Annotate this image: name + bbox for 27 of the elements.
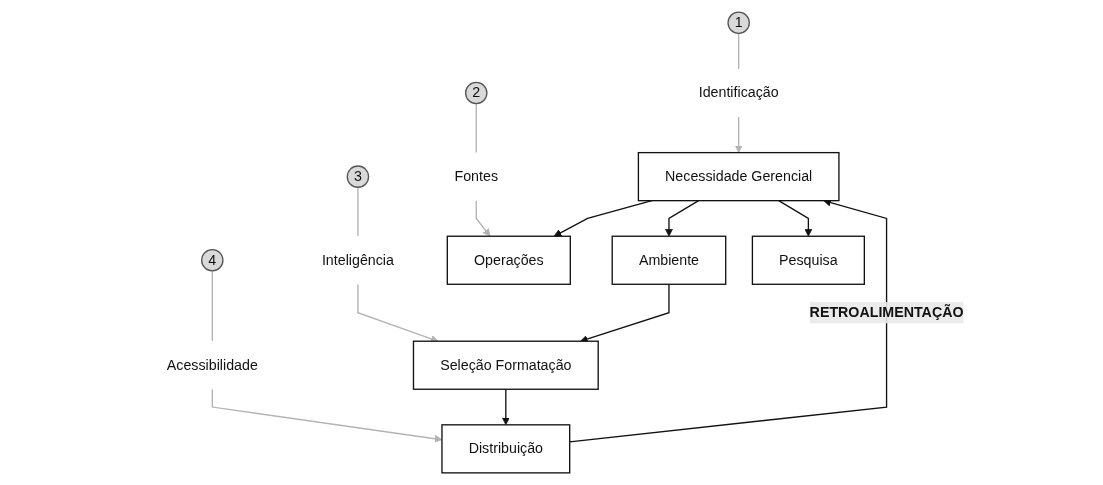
node-text: Identificação [698, 85, 779, 101]
arrow [579, 283, 670, 343]
arrow [777, 200, 812, 237]
node-text: Inteligência [321, 252, 394, 268]
arrow [211, 388, 442, 443]
node-text: Fontes [454, 168, 498, 184]
arrow [475, 200, 491, 237]
arrow [501, 388, 510, 426]
node-text: Acessibilidade [166, 357, 258, 373]
arrow [356, 283, 439, 343]
node-box: Operações [446, 235, 571, 285]
connector [356, 186, 359, 237]
node-box: Pesquisa [751, 235, 865, 285]
arrow [734, 116, 743, 153]
node-box: Seleção Formatação [412, 340, 599, 390]
connector [475, 103, 477, 154]
node-box: Distribuição [440, 424, 571, 474]
edge-label: RETROALIMENTAÇÃO [809, 304, 964, 320]
node-circle: 3 [346, 165, 369, 188]
connector [737, 32, 739, 70]
arrow [664, 200, 699, 237]
node-circle: 2 [464, 81, 488, 105]
node-box: Necessidade Gerencial [637, 151, 840, 202]
node-circle: 1 [727, 11, 750, 35]
connector [211, 270, 213, 342]
node-box: Ambiente [611, 235, 727, 285]
node-circle: 4 [200, 248, 224, 272]
